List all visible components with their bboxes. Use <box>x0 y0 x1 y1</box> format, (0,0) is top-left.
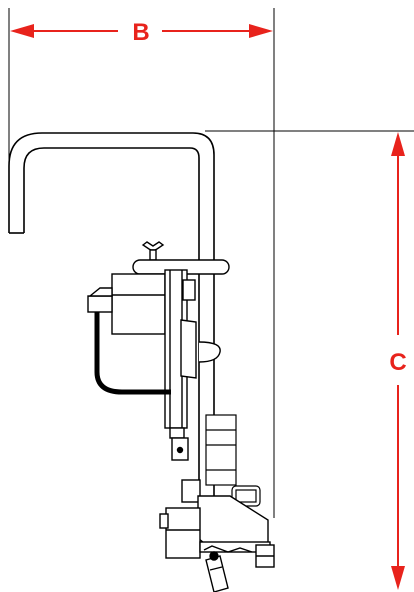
motor-housing <box>111 269 221 429</box>
elbow-fitting <box>87 287 113 313</box>
outlet-fitting <box>169 427 189 461</box>
arrowhead-b-left <box>10 24 34 38</box>
handle-tube <box>8 132 215 510</box>
dimension-b: B <box>8 8 275 518</box>
arrowhead-b-right <box>249 24 273 38</box>
arrowhead-c-top <box>391 132 405 156</box>
dimension-label-b: B <box>132 19 149 46</box>
pump-base <box>159 479 275 568</box>
arrowhead-c-bottom <box>391 566 405 590</box>
pressure-knob <box>141 241 165 261</box>
dimension-label-c: C <box>389 349 406 376</box>
dimension-c: C <box>205 130 414 590</box>
hose <box>94 312 171 395</box>
suction-tube <box>205 551 229 592</box>
